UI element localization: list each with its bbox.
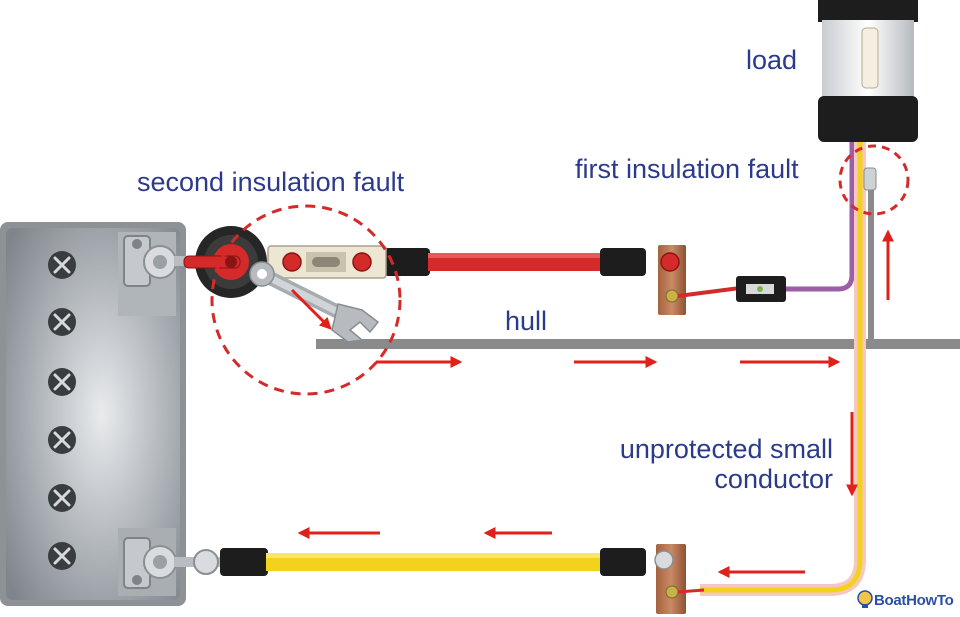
second-insulation-fault-label: second insulation fault <box>137 167 405 197</box>
battery <box>0 222 186 606</box>
purple-wire <box>786 140 855 292</box>
current-flow-arrows <box>290 229 894 578</box>
wrench-icon <box>249 261 380 343</box>
load-label: load <box>746 45 798 75</box>
inline-fuse <box>736 276 786 302</box>
battery-positive-terminal <box>123 235 177 287</box>
boathowto-logo: BoatHowTo <box>856 590 954 610</box>
fuse-holder <box>267 245 387 279</box>
unprotected-small-conductor <box>700 140 866 596</box>
top-bus-bar <box>658 245 686 315</box>
first-fault-circle <box>838 144 910 216</box>
hull-bar <box>316 339 960 349</box>
bulb-icon <box>857 590 873 608</box>
battery-negative-terminal <box>123 537 177 589</box>
bottom-bus-bar <box>654 544 705 614</box>
logo-text: BoatHowTo <box>874 591 954 609</box>
second-fault-circle <box>210 204 402 396</box>
hull-label: hull <box>505 306 548 336</box>
unprotected-conductor-label: unprotected small conductor <box>619 434 833 494</box>
battery-switch <box>183 226 267 298</box>
first-insulation-fault-label: first insulation fault <box>575 154 799 184</box>
load-lamp <box>818 0 918 142</box>
negative-cable <box>174 548 646 576</box>
